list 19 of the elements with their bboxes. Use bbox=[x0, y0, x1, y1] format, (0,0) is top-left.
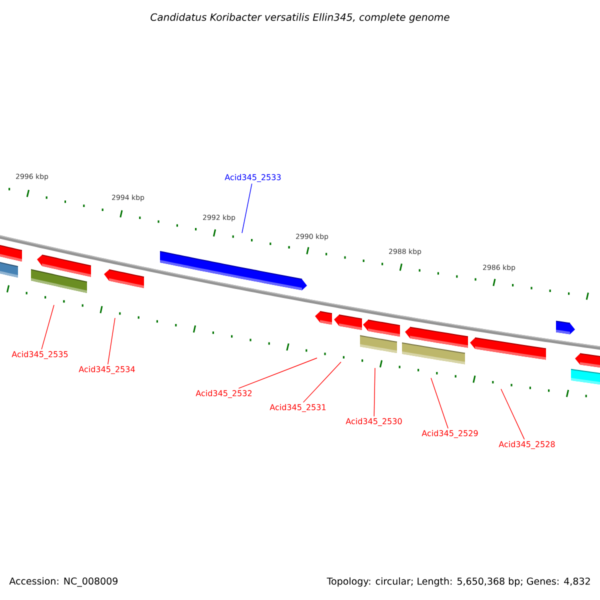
gene-label: Acid345_2531 bbox=[270, 404, 326, 412]
title: Candidatus Koribacter versatilis Ellin345, complete genome bbox=[150, 13, 450, 23]
leader-line bbox=[238, 358, 318, 389]
gene-label: Acid345_2529 bbox=[422, 430, 478, 438]
leader-line bbox=[41, 304, 54, 350]
leader-line bbox=[430, 378, 448, 429]
gene-label: Acid345_2532 bbox=[196, 390, 252, 398]
leader-line bbox=[242, 183, 252, 234]
gene-label: Acid345_2533 bbox=[224, 174, 281, 182]
gene-label: Acid345_2535 bbox=[12, 351, 68, 359]
summary-text: Topology: circular; Length: 5,650,368 bp; Genes: 4,832 bbox=[326, 577, 590, 587]
leader-line bbox=[302, 362, 342, 403]
leader-line bbox=[500, 388, 525, 440]
gene-label: Acid345_2528 bbox=[498, 441, 555, 449]
gene-label: Acid345_2534 bbox=[78, 366, 135, 374]
leader-line bbox=[374, 368, 376, 417]
accession-text: Accession: NC_008009 bbox=[9, 577, 118, 587]
gene-label: Acid345_2530 bbox=[346, 418, 402, 426]
leader-line bbox=[108, 318, 116, 365]
